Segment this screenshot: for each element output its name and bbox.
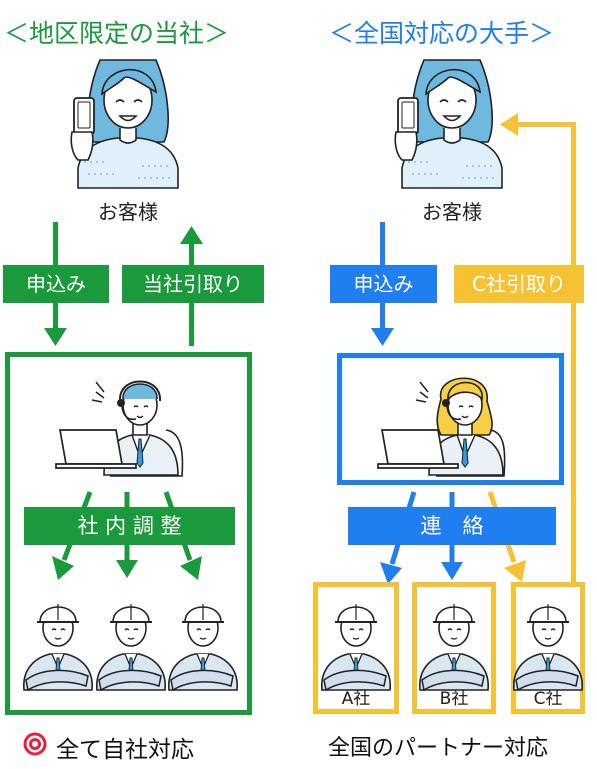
- right-heading: ＜全国対応の大手＞: [329, 19, 555, 48]
- contact-label: 連 絡: [348, 507, 556, 545]
- pickup-arrow-right: [500, 113, 576, 584]
- sound-lines-right: [415, 381, 429, 403]
- left-heading: ＜地区限定の当社＞: [4, 19, 230, 48]
- operator-right: [428, 377, 504, 476]
- worker-left-3: [167, 603, 239, 691]
- operator-box-right: [337, 353, 564, 485]
- right-footer: 全国のパートナー対応: [328, 736, 549, 761]
- coordinate-label: 社 内 調 整: [24, 507, 235, 545]
- customer-woman-left: [70, 59, 179, 189]
- double-circle-icon: [23, 732, 47, 756]
- pickup-label-right: C社引取り: [454, 265, 584, 303]
- company-box-a: [313, 582, 399, 714]
- left-footer: 全て自社対応: [56, 737, 194, 763]
- company-box-c: [511, 582, 585, 714]
- worker-company-a: [320, 603, 392, 691]
- customer-woman-right: [394, 59, 503, 189]
- worker-left-2: [95, 603, 167, 691]
- worker-left-1: [22, 603, 94, 691]
- company-label-a: A社: [341, 689, 371, 709]
- sound-lines-left: [91, 381, 105, 403]
- worker-company-c: [512, 603, 584, 691]
- worker-company-b: [418, 603, 490, 691]
- apply-label-right: 申込み: [330, 265, 437, 303]
- customer-label-right: お客様: [422, 200, 482, 224]
- pickup-label-left: 当社引取り: [122, 265, 264, 303]
- apply-label-left: 申込み: [3, 265, 109, 303]
- company-box-b: [412, 582, 496, 714]
- company-label-b: B社: [439, 689, 469, 709]
- customer-label-left: お客様: [98, 200, 158, 224]
- inhouse-box: [5, 352, 252, 715]
- company-label-c: C社: [533, 689, 563, 709]
- operator-left: [103, 380, 179, 476]
